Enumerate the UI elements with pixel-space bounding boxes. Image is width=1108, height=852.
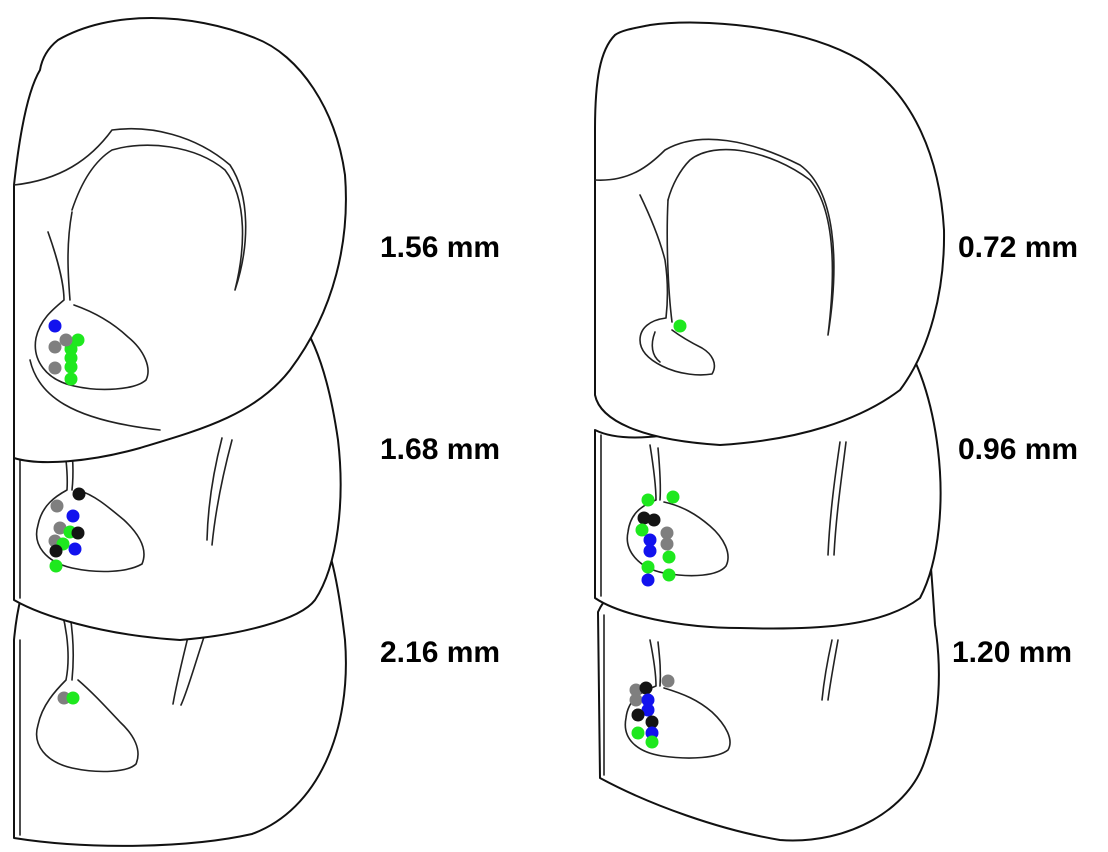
recording-site-dot [644,545,657,558]
recording-site-dot [642,574,655,587]
section-right-1 [595,23,944,445]
recording-site-dot [646,736,659,749]
recording-site-dot [632,709,645,722]
recording-site-dot [67,692,80,705]
recording-site-dot [49,341,62,354]
depth-label-1-56: 1.56 mm [380,231,500,264]
recording-site-dot [663,551,676,564]
recording-site-dot [49,320,62,333]
depth-label-2-16: 2.16 mm [380,636,500,669]
depth-label-0-72: 0.72 mm [958,231,1078,264]
recording-site-dot [640,682,653,695]
recording-site-dot [661,538,674,551]
recording-site-dot [663,569,676,582]
recording-site-dot [674,320,687,333]
recording-site-dot [69,543,82,556]
recording-site-dot [667,491,680,504]
recording-site-dot [630,694,643,707]
recording-site-dot [65,373,78,386]
recording-site-dot [51,500,64,513]
recording-site-dot [65,361,78,374]
recording-site-dot [67,510,80,523]
recording-site-dot [50,545,63,558]
recording-site-dot [648,514,661,527]
recording-site-dot [662,675,675,688]
depth-label-1-68: 1.68 mm [380,433,500,466]
recording-site-dot [642,494,655,507]
depth-label-0-96: 0.96 mm [958,433,1078,466]
depth-label-1-20: 1.20 mm [952,636,1072,669]
recording-site-dot [50,560,63,573]
recording-site-dot [60,334,73,347]
dots-left-3 [58,692,80,705]
recording-site-dot [49,362,62,375]
recording-site-dot [73,488,86,501]
dots-right-1 [674,320,687,333]
recording-site-dot [632,727,645,740]
recording-site-dot [642,561,655,574]
recording-site-dot [72,527,85,540]
